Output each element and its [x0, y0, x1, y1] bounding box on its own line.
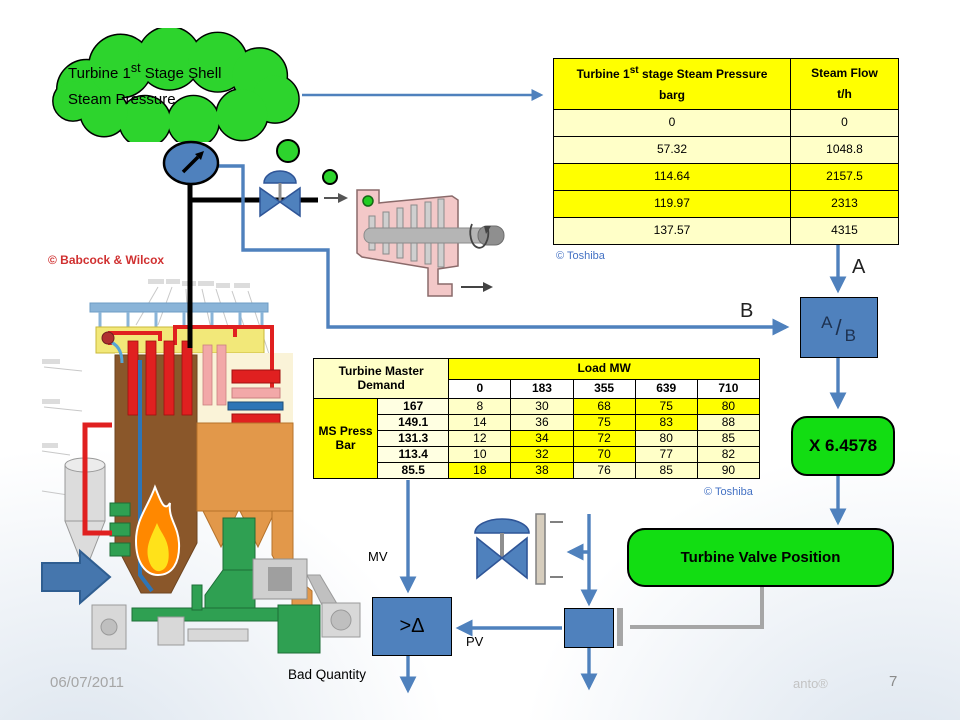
- table-row: 149.1 14 36 75 83 88: [314, 414, 761, 431]
- turbine-sketch: [315, 180, 515, 305]
- pv-label: PV: [466, 634, 484, 649]
- deviation-block: >Δ: [372, 597, 452, 656]
- cloud-trail-dot-large: [276, 139, 300, 163]
- cloud-callout-text: Turbine 1st Stage Shell Steam Pressure: [68, 61, 222, 108]
- multiplier-block: X 6.4578: [791, 416, 895, 476]
- boiler-rear-pass: [196, 422, 294, 512]
- boiler-penthouse: [95, 326, 265, 354]
- actuator-t-bar: [617, 608, 623, 646]
- boiler-top-beam: [89, 302, 269, 313]
- boiler-air-heater: [252, 558, 308, 600]
- flow-column-header: Steam Flow t/h: [790, 58, 899, 110]
- label-b: B: [740, 300, 754, 322]
- control-valve-icon: [470, 505, 570, 590]
- mv-label: MV: [368, 549, 388, 564]
- pressure-flow-header-row: Turbine 1st stage Steam Pressure barg St…: [553, 58, 899, 110]
- cloud-callout: Turbine 1st Stage Shell Steam Pressure: [38, 25, 310, 149]
- toshiba-credit-top: © Toshiba: [556, 250, 605, 262]
- air-inlet-arrow: [41, 548, 112, 606]
- babcock-credit: © Babcock & Wilcox: [48, 253, 165, 267]
- load-mw-header: Load MW: [448, 358, 760, 380]
- brand-mark: anto®: [793, 676, 828, 691]
- valve-positioner-bar: [535, 513, 546, 585]
- table-row: 113.4 10 32 70 77 82: [314, 446, 761, 463]
- inlet-green-dot: [362, 195, 374, 207]
- bad-quantity-label: Bad Quantity: [288, 667, 367, 682]
- valve-actuator-dome: [474, 518, 530, 534]
- turbine-valve-position-block: Turbine Valve Position: [627, 528, 894, 587]
- table-row: 85.5 18 38 76 85 90: [314, 462, 761, 479]
- divider-block: A/B: [800, 297, 878, 358]
- pressure-column-header: Turbine 1st stage Steam Pressure barg: [553, 58, 791, 110]
- pressure-flow-table: Turbine 1st stage Steam Pressure barg St…: [553, 58, 899, 245]
- steam-valve-icon: [252, 166, 308, 218]
- boiler-svg: [41, 279, 361, 654]
- toshiba-credit-mid: © Toshiba: [704, 486, 753, 498]
- page-number: 7: [889, 673, 898, 690]
- pressure-gauge-icon: [158, 138, 228, 198]
- table-row: 131.3 12 34 72 80 85: [314, 430, 761, 447]
- transmitter-block: [564, 608, 614, 648]
- boiler-cutaway-illustration: [40, 275, 365, 670]
- load-table-header-row2: 0 183 355 639 710: [314, 379, 761, 399]
- steam-drum: [101, 331, 115, 345]
- slide-date: 06/07/2011: [50, 674, 124, 691]
- valveposition-gray-connector: [630, 581, 764, 629]
- label-a: A: [852, 256, 866, 278]
